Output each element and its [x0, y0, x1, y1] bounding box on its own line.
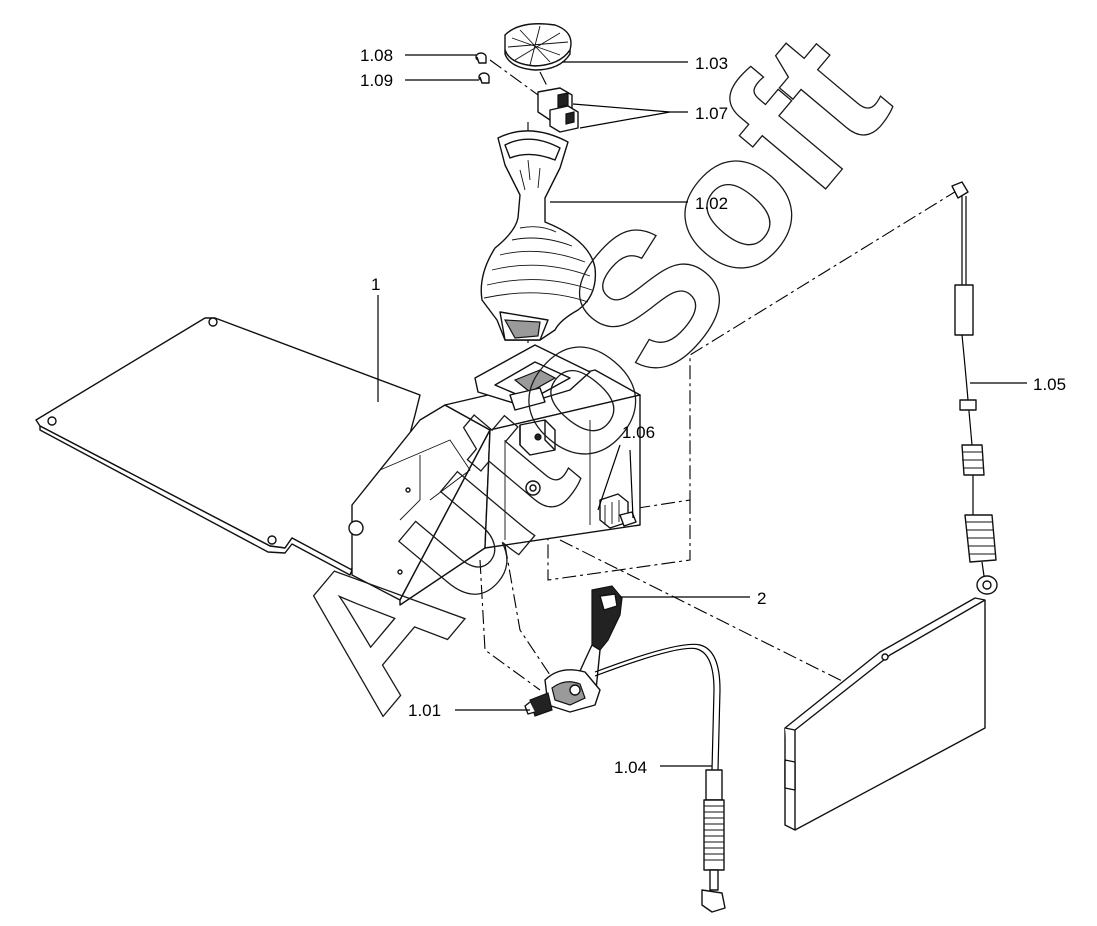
- shift-cable-lower: [594, 643, 726, 913]
- callout-1-04: 1.04: [614, 758, 647, 777]
- small-plugs: [475, 52, 490, 84]
- callout-1-08: 1.08: [360, 46, 393, 65]
- callout-1-06: 1.06: [622, 423, 655, 442]
- shift-cable-upper: [951, 181, 998, 595]
- callout-2: 2: [757, 589, 766, 608]
- callout-1-02: 1.02: [695, 194, 728, 213]
- shift-lever: [524, 585, 623, 717]
- callout-1-09: 1.09: [360, 71, 393, 90]
- mounting-plate: [35, 317, 421, 576]
- callout-1: 1: [371, 275, 380, 294]
- side-cover-panel: [784, 597, 986, 831]
- knob-cap: [504, 23, 572, 71]
- console-housing: [348, 344, 641, 606]
- wiring-connector: [599, 493, 637, 529]
- rocker-switches: [537, 87, 579, 133]
- callout-1-07: 1.07: [695, 104, 728, 123]
- callout-1-03: 1.03: [695, 54, 728, 73]
- callout-1-05: 1.05: [1033, 375, 1066, 394]
- callout-labels: 1 1.01 1.02 1.03 1.04 1.05 1.06 1.07 1.0…: [360, 46, 1066, 777]
- callout-1-01: 1.01: [408, 701, 441, 720]
- callout-leaders: [377, 54, 1027, 767]
- gaiter-boot: [480, 130, 597, 341]
